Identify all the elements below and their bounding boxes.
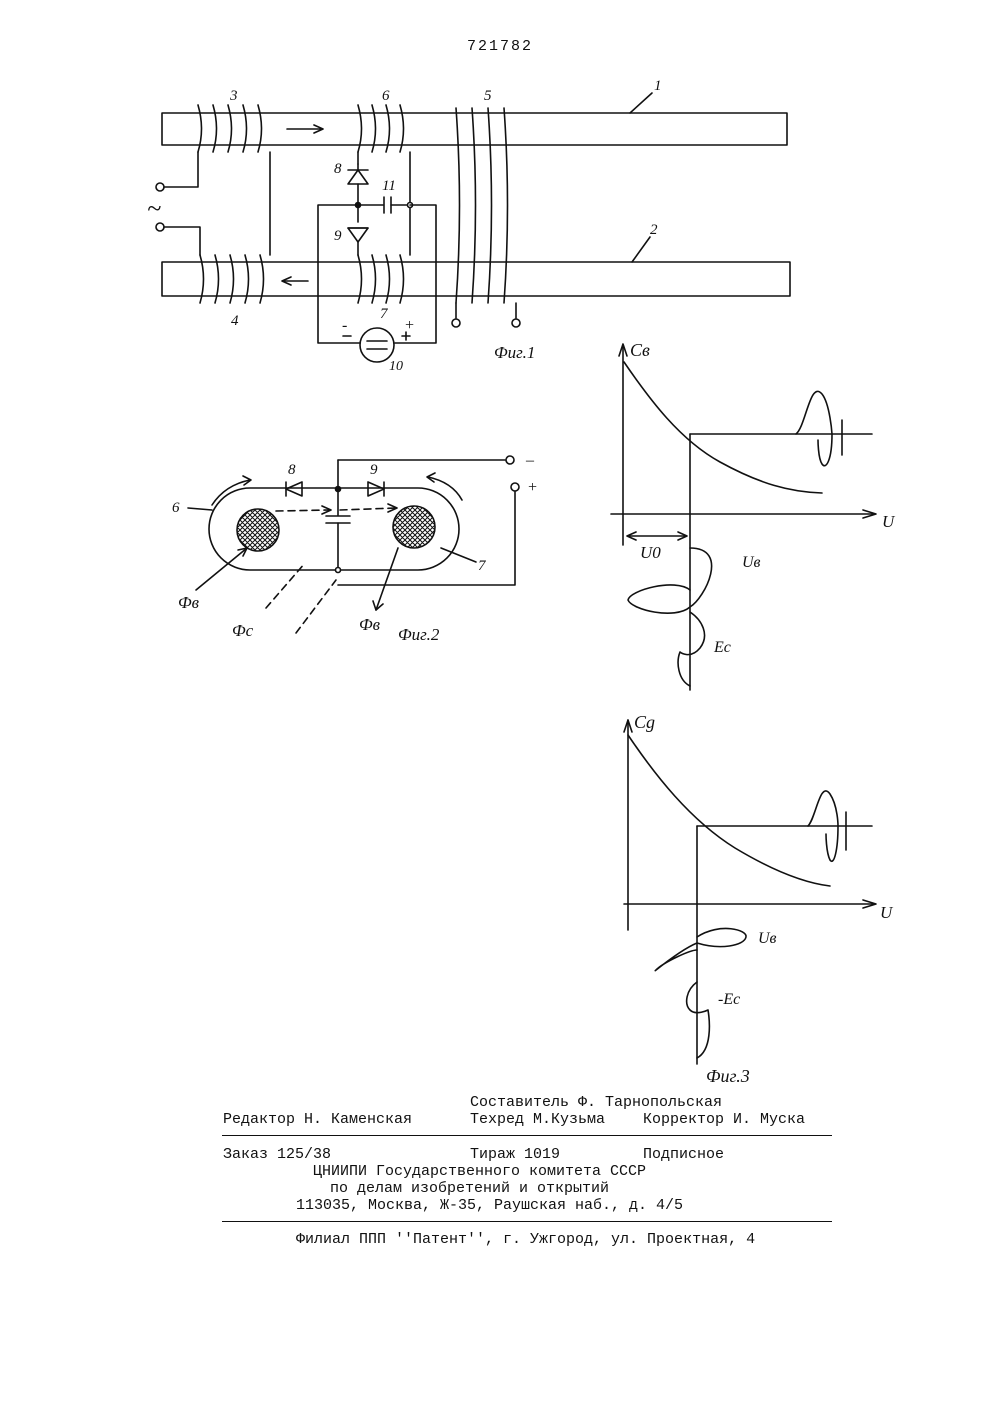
fig1-label-4: 4 (231, 313, 239, 329)
fig3-lower-y-label: Cg (634, 712, 655, 732)
fig3-lower: Cg U Uв -Ec (624, 712, 894, 1064)
imprint-rule-bottom (222, 1221, 832, 1222)
figure-1: 3 6 5 1 2 8 9 11 4 7 10 ~ - + Фиг.1 (147, 78, 790, 374)
fig2-label-phi-c: Фс (232, 621, 254, 640)
fig1-label-7: 7 (380, 306, 389, 322)
fig3-lower-ec-label: -Ec (718, 991, 740, 1008)
imprint-address: 113035, Москва, Ж-35, Раушская наб., д. … (296, 1198, 683, 1213)
fig2-label-9: 9 (370, 462, 378, 478)
fig3-upper-y-label: Cв (630, 340, 650, 360)
fig1-label-10: 10 (389, 359, 403, 374)
imprint-editor: Редактор Н. Каменская (223, 1112, 412, 1127)
fig1-caption: Фиг.1 (494, 343, 535, 362)
fig3-upper-ub-label: Uв (742, 554, 761, 571)
fig2-label-7: 7 (478, 558, 487, 574)
fig3-upper-u0-label: U0 (640, 543, 661, 562)
fig3-upper: Cв U U0 Uв Ec (611, 340, 896, 690)
imprint-rule-top (222, 1135, 832, 1136)
flux-arrows (282, 125, 323, 285)
fig3-upper-ec-label: Ec (713, 639, 731, 656)
fig2-minus: – (525, 452, 535, 469)
fig1-label-9: 9 (334, 228, 342, 244)
fig2-caption: Фиг.2 (398, 625, 440, 644)
fig2-label-phi-b-left: Фв (178, 593, 200, 612)
figure-3: Cв U U0 Uв Ec (611, 340, 896, 1086)
fig3-upper-x-label: U (882, 512, 896, 531)
imprint-org-line1: ЦНИИПИ Государственного комитета СССР (313, 1164, 646, 1179)
fig2-conductor-right (393, 506, 435, 548)
figure-2: 6 8 9 7 Фв Фс Фв – + Фиг.2 (172, 452, 538, 644)
fig1-label-3: 3 (229, 88, 238, 104)
fig2-plus: + (527, 479, 538, 496)
imprint-subscription: Подписное (643, 1147, 724, 1162)
ac-input (156, 152, 270, 255)
imprint-order: Заказ 125/38 (223, 1147, 331, 1162)
coil-5 (452, 108, 520, 327)
imprint-circulation: Тираж 1019 (470, 1147, 560, 1162)
fig3-caption: Фиг.3 (706, 1066, 750, 1086)
fig1-label-5: 5 (484, 88, 492, 104)
diode-circuit (318, 152, 436, 362)
fig1-label-1: 1 (654, 78, 662, 94)
fig2-conductor-left (237, 509, 279, 551)
fig2-label-8: 8 (288, 462, 296, 478)
fig2-label-6: 6 (172, 500, 180, 516)
fig3-lower-ub-label: Uв (758, 930, 777, 947)
fig1-plus: + (404, 317, 415, 334)
rail-bottom (162, 262, 790, 296)
fig1-label-8: 8 (334, 161, 342, 177)
fig1-label-11: 11 (382, 178, 396, 194)
fig3-lower-x-label: U (880, 903, 894, 922)
imprint-branch: Филиал ППП ''Патент'', г. Ужгород, ул. П… (296, 1232, 755, 1247)
fig1-label-6: 6 (382, 88, 390, 104)
imprint-compiler: Составитель Ф. Тарнопольская (470, 1095, 722, 1110)
fig1-minus: - (342, 317, 347, 334)
imprint-techred: Техред М.Кузьма (470, 1112, 605, 1127)
fig2-label-phi-b-right: Фв (359, 615, 381, 634)
fig1-label-2: 2 (650, 222, 658, 238)
imprint-org-line2: по делам изобретений и открытий (330, 1181, 609, 1196)
fig1-ac-symbol: ~ (147, 194, 161, 223)
imprint-corrector: Корректор И. Муска (643, 1112, 805, 1127)
